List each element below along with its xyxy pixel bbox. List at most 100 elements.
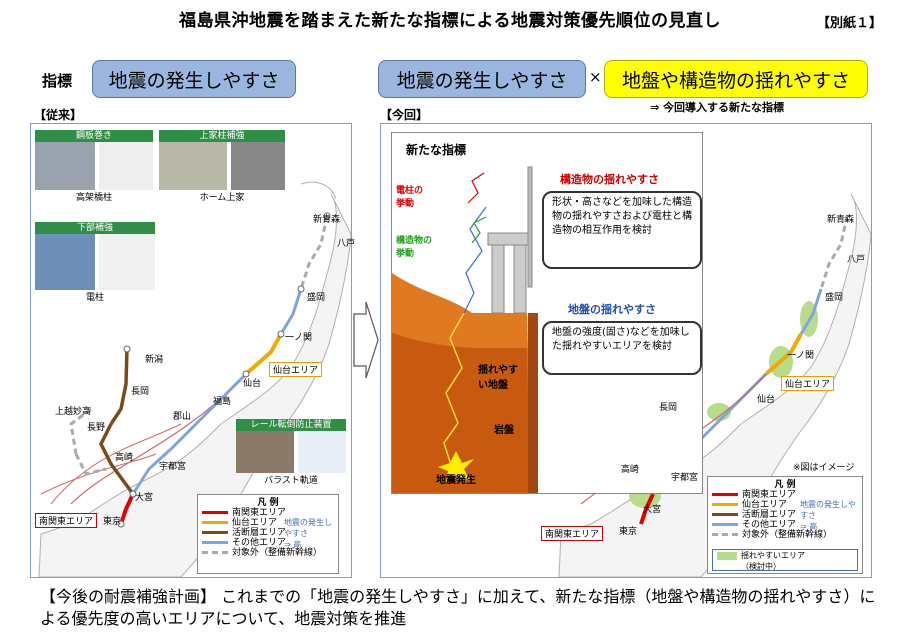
legend-left-label: 南関東エリア <box>232 508 287 518</box>
photo-roof-caption: ホーム上家 <box>199 193 245 203</box>
right-panel: 新たな指標 電柱の挙動 構造物の挙動 構造物の揺れやすさ 形状・高さなどを加味し… <box>380 123 872 578</box>
annex-label: 【別紙１】 <box>816 16 882 31</box>
legend-extra-swatch <box>717 551 737 560</box>
quake-label: 地震発生 <box>436 475 476 486</box>
legend-right-swatch <box>712 513 738 516</box>
transition-arrow <box>353 301 379 379</box>
legend-right-label: 仙台エリア <box>742 500 788 510</box>
r-station-morioka: 盛岡 <box>825 293 844 303</box>
image-note: ※図はイメージ <box>793 463 855 473</box>
area-tag-sendai: 仙台エリア <box>269 362 323 377</box>
r-area-tag-minami-kanto: 南関東エリア <box>541 526 604 541</box>
legend-left-swatch <box>202 511 228 514</box>
left-indicator-pill: 地震の発生しやすさ <box>92 60 296 98</box>
index-label: 指標 <box>42 72 73 90</box>
soft-ground-label: 揺れやすい地盤 <box>478 365 518 391</box>
legend-left-label: その他エリア <box>232 538 287 548</box>
legend-right-item: 南関東エリア <box>712 490 862 500</box>
legend-left-swatch <box>202 521 228 524</box>
legend-right-side-note: 地震の発生しやすさ⇒ 高 <box>800 500 856 531</box>
photo-rail-header: レール転倒防止装置 <box>236 419 346 431</box>
photo-rail-caption: バラスト軌道 <box>264 476 318 486</box>
legend-left-swatch <box>202 551 228 554</box>
station-hachinohe: 八戸 <box>337 239 356 249</box>
legend-right-title: 凡 例 <box>774 480 796 490</box>
photo-steel: 鋼板巻き 高架橋柱 <box>35 130 153 210</box>
station-nagano: 長野 <box>87 423 106 433</box>
photo-roof: 上家柱補強 ホーム上家 <box>159 130 285 210</box>
legend-right-swatch <box>712 503 738 506</box>
legend-right-swatch <box>712 523 738 526</box>
ground-shaking-label: 地盤の揺れやすさ <box>568 303 656 316</box>
diagram-heading: 新たな指標 <box>406 143 467 157</box>
left-heading: 【従来】 <box>34 108 83 122</box>
struct-shaking-callout: 形状・高さなどを加味した構造物の揺れやすさおよび電柱と構造物の相互作用を検討 <box>542 191 702 269</box>
legend-right-label: 南関東エリア <box>742 490 797 500</box>
legend-left-swatch <box>202 531 228 534</box>
photo-steel-header: 鋼板巻き <box>35 130 153 142</box>
new-indicator-diagram: 新たな指標 電柱の挙動 構造物の挙動 構造物の揺れやすさ 形状・高さなどを加味し… <box>391 132 703 494</box>
station-utsunomiya: 宇都宮 <box>159 462 187 472</box>
station-tokyo: 東京 <box>103 517 122 527</box>
struct-shaking-label: 構造物の揺れやすさ <box>560 173 659 186</box>
area-tag-minami-kanto: 南関東エリア <box>35 513 98 528</box>
legend-left-item: その他エリア <box>202 538 338 548</box>
legend-left-swatch <box>202 541 228 544</box>
legend-left-item: 対象外（整備新幹線） <box>202 548 338 558</box>
station-shin-aomori: 新青森 <box>313 215 341 225</box>
legend-right-swatch <box>712 493 738 496</box>
right-indicator-pill-1: 地震の発生しやすさ <box>378 60 586 98</box>
r-station-takasaki: 高崎 <box>621 465 640 475</box>
r-station-hachinohe: 八戸 <box>847 255 866 265</box>
r-station-sendai: 仙台 <box>757 395 776 405</box>
legend-right-label: その他エリア <box>742 520 797 530</box>
photo-roof-header: 上家柱補強 <box>159 130 285 142</box>
legend-right-item: 仙台エリア <box>712 500 862 510</box>
station-niigata: 新潟 <box>145 355 164 365</box>
page-title: 福島県沖地震を踏まえた新たな指標による地震対策優先順位の見直し <box>179 11 721 31</box>
r-station-nagaoka: 長岡 <box>659 403 678 413</box>
legend-left-label: 活断層エリア <box>232 528 287 538</box>
legend-title: 凡 例 <box>257 498 279 508</box>
legend-right-item: 対象外（整備新幹線） <box>712 530 862 540</box>
legend-left-label: 仙台エリア <box>232 518 278 528</box>
legend-extra: 揺れやすいエリア（検討中） <box>712 549 858 571</box>
station-morioka: 盛岡 <box>307 293 326 303</box>
photo-under-caption: 電柱 <box>85 293 104 303</box>
r-station-omiya: 大宮 <box>643 505 662 515</box>
legend-left: 凡 例 南関東エリア仙台エリア活断層エリアその他エリア対象外（整備新幹線） 地震… <box>197 494 339 574</box>
photo-rail: レール転倒防止装置 バラスト軌道 <box>236 419 346 486</box>
diagram-graphic <box>392 166 538 493</box>
legend-right-label: 対象外（整備新幹線） <box>742 530 833 540</box>
legend-side-note: 地震の発生しやすさ⇒ 高 <box>284 518 332 549</box>
pole-label: 電柱の挙動 <box>396 186 424 209</box>
legend-left-item: 南関東エリア <box>202 508 338 518</box>
times-sign: × <box>589 68 602 86</box>
ground-shaking-callout: 地盤の強度(固さ)などを加味した揺れやすいエリアを検討 <box>542 321 702 375</box>
photo-under-header: 下部補強 <box>35 222 155 234</box>
station-ichinoseki: 一ノ関 <box>285 333 313 343</box>
bottom-plan-text: 【今後の耐震補強計画】 これまでの「地震の発生しやすさ」に加えて、新たな指標（地… <box>40 587 876 628</box>
right-indicator-pill-2: 地盤や構造物の揺れやすさ <box>604 60 868 98</box>
new-indicator-note: ⇒ 今回導入する新たな指標 <box>650 101 785 114</box>
r-station-shin-aomori: 新青森 <box>827 215 855 225</box>
legend-right-swatch <box>712 533 738 536</box>
r-station-tokyo: 東京 <box>619 527 638 537</box>
struct-label: 構造物の挙動 <box>396 236 433 259</box>
r-station-utsunomiya: 宇都宮 <box>671 473 699 483</box>
right-heading: 【今回】 <box>380 108 429 122</box>
station-koriyama: 郡山 <box>173 412 192 422</box>
photo-steel-caption: 高架橋柱 <box>75 193 112 203</box>
photo-under: 下部補強 電柱 <box>35 222 155 304</box>
left-map <box>38 181 351 577</box>
legend-right-item: 活断層エリア <box>712 510 862 520</box>
station-fukushima: 福島 <box>213 397 232 407</box>
legend-right: 凡 例 南関東エリア仙台エリア活断層エリアその他エリア対象外（整備新幹線） 地震… <box>707 476 863 574</box>
bedrock-label: 岩盤 <box>494 425 514 436</box>
legend-left-item: 活断層エリア <box>202 528 338 538</box>
legend-right-label: 活断層エリア <box>742 510 797 520</box>
station-nagaoka: 長岡 <box>131 387 150 397</box>
legend-right-item: その他エリア <box>712 520 862 530</box>
r-area-tag-sendai: 仙台エリア <box>781 376 835 391</box>
station-sendai: 仙台 <box>243 379 262 389</box>
